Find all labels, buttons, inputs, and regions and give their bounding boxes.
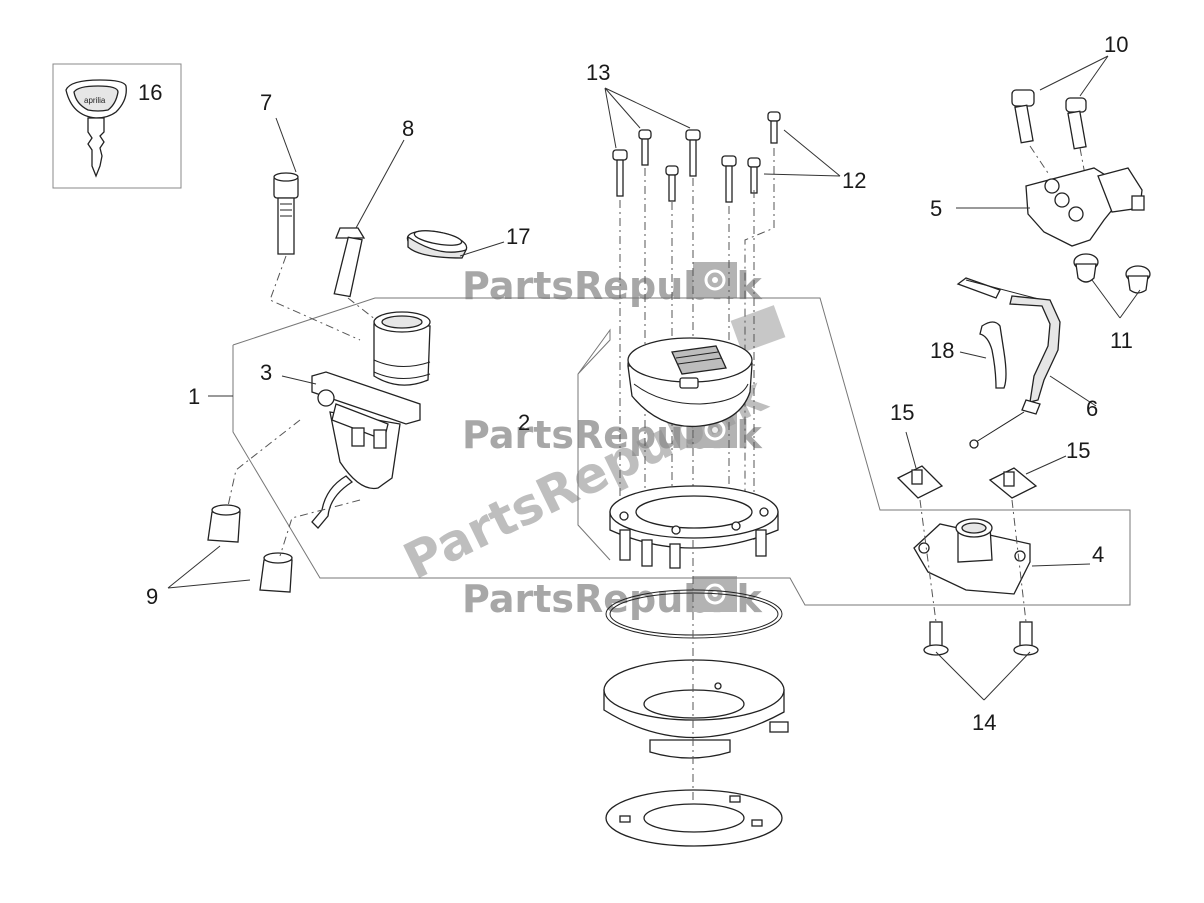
axis-right-screws bbox=[919, 499, 1027, 623]
screws-part-12-13 bbox=[612, 111, 781, 203]
key-brand-label: aprilia bbox=[84, 96, 106, 105]
callout-13: 13 bbox=[586, 60, 610, 85]
screws-part-10 bbox=[1011, 89, 1087, 150]
callout-4: 4 bbox=[1092, 542, 1104, 567]
lock-plate-part-4 bbox=[913, 518, 1031, 595]
key-inset: aprilia bbox=[52, 63, 182, 189]
callout-labels: 1 2 3 4 5 6 7 8 9 10 11 12 13 14 15 15 1… bbox=[138, 32, 1133, 735]
ignition-lock-part-1 bbox=[311, 311, 431, 529]
protective-ring-part-17 bbox=[406, 230, 468, 259]
group-outline-center bbox=[577, 328, 611, 561]
filler-neck-body bbox=[603, 659, 789, 759]
callout-7: 7 bbox=[260, 90, 272, 115]
callout-14: 14 bbox=[972, 710, 996, 735]
callout-5: 5 bbox=[930, 196, 942, 221]
callout-17: 17 bbox=[506, 224, 530, 249]
leader-lines bbox=[167, 55, 1141, 701]
axis-left-1 bbox=[269, 255, 361, 341]
watermark-gear-small bbox=[730, 305, 786, 353]
callout-3: 3 bbox=[260, 360, 272, 385]
hose-part-18 bbox=[979, 321, 1007, 389]
callout-2: 2 bbox=[518, 410, 530, 435]
callout-18: 18 bbox=[930, 338, 954, 363]
callout-8: 8 bbox=[402, 116, 414, 141]
axis-part-10 bbox=[1029, 145, 1087, 181]
gear-flag-icon bbox=[693, 262, 737, 298]
axis-left-2 bbox=[347, 297, 377, 321]
callout-16: 16 bbox=[138, 80, 162, 105]
watermark-row-bottom: PartsRepublik bbox=[462, 576, 763, 621]
screws-part-14 bbox=[923, 621, 1039, 656]
key-part-16: aprilia bbox=[65, 79, 127, 178]
callout-1: 1 bbox=[188, 384, 200, 409]
grommets-part-11 bbox=[1073, 253, 1151, 294]
cable-part-6 bbox=[956, 277, 1061, 449]
speed-nut-part-15-left bbox=[896, 465, 944, 499]
callout-10: 10 bbox=[1104, 32, 1128, 57]
axis-left-4 bbox=[279, 499, 361, 557]
bushing-part-9-lower bbox=[259, 552, 293, 593]
bracket-part-5 bbox=[1025, 167, 1145, 247]
fuel-cap-flange bbox=[609, 485, 779, 569]
callout-15-left: 15 bbox=[890, 400, 914, 425]
shear-bolt-part-8 bbox=[333, 227, 366, 298]
callout-11: 11 bbox=[1110, 328, 1133, 353]
gasket-ring bbox=[605, 589, 783, 639]
bushing-part-9-upper bbox=[207, 504, 241, 543]
screw-part-7 bbox=[273, 172, 299, 255]
callout-15-right: 15 bbox=[1066, 438, 1090, 463]
axis-left-3 bbox=[227, 419, 301, 507]
fuel-cap-part-2 bbox=[627, 337, 753, 428]
callout-9: 9 bbox=[146, 584, 158, 609]
base-plate bbox=[605, 789, 783, 847]
speed-nut-part-15-right bbox=[988, 467, 1038, 499]
callout-12: 12 bbox=[842, 168, 866, 193]
callout-6: 6 bbox=[1086, 396, 1098, 421]
watermark-row-top: PartsRepublik bbox=[462, 262, 763, 308]
